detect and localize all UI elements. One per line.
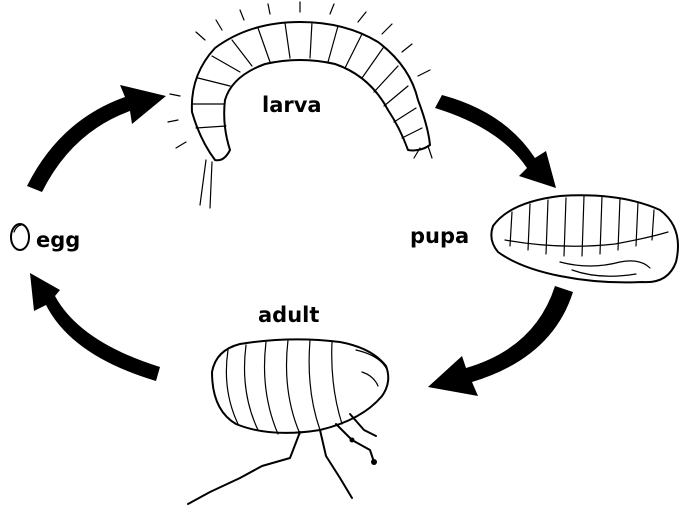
arrow-pupa-to-adult [428, 286, 573, 396]
arrow-adult-to-egg [30, 273, 160, 381]
adult-flea-illustration [188, 339, 388, 504]
pupa-label: pupa [410, 224, 469, 248]
adult-label: adult [258, 303, 319, 327]
arrow-egg-to-larva [27, 85, 166, 192]
egg-label: egg [36, 228, 80, 252]
pupa-illustration [491, 195, 678, 282]
egg-illustration [11, 224, 29, 250]
arrow-larva-to-pupa [435, 95, 556, 188]
larva-label: larva [262, 93, 322, 117]
